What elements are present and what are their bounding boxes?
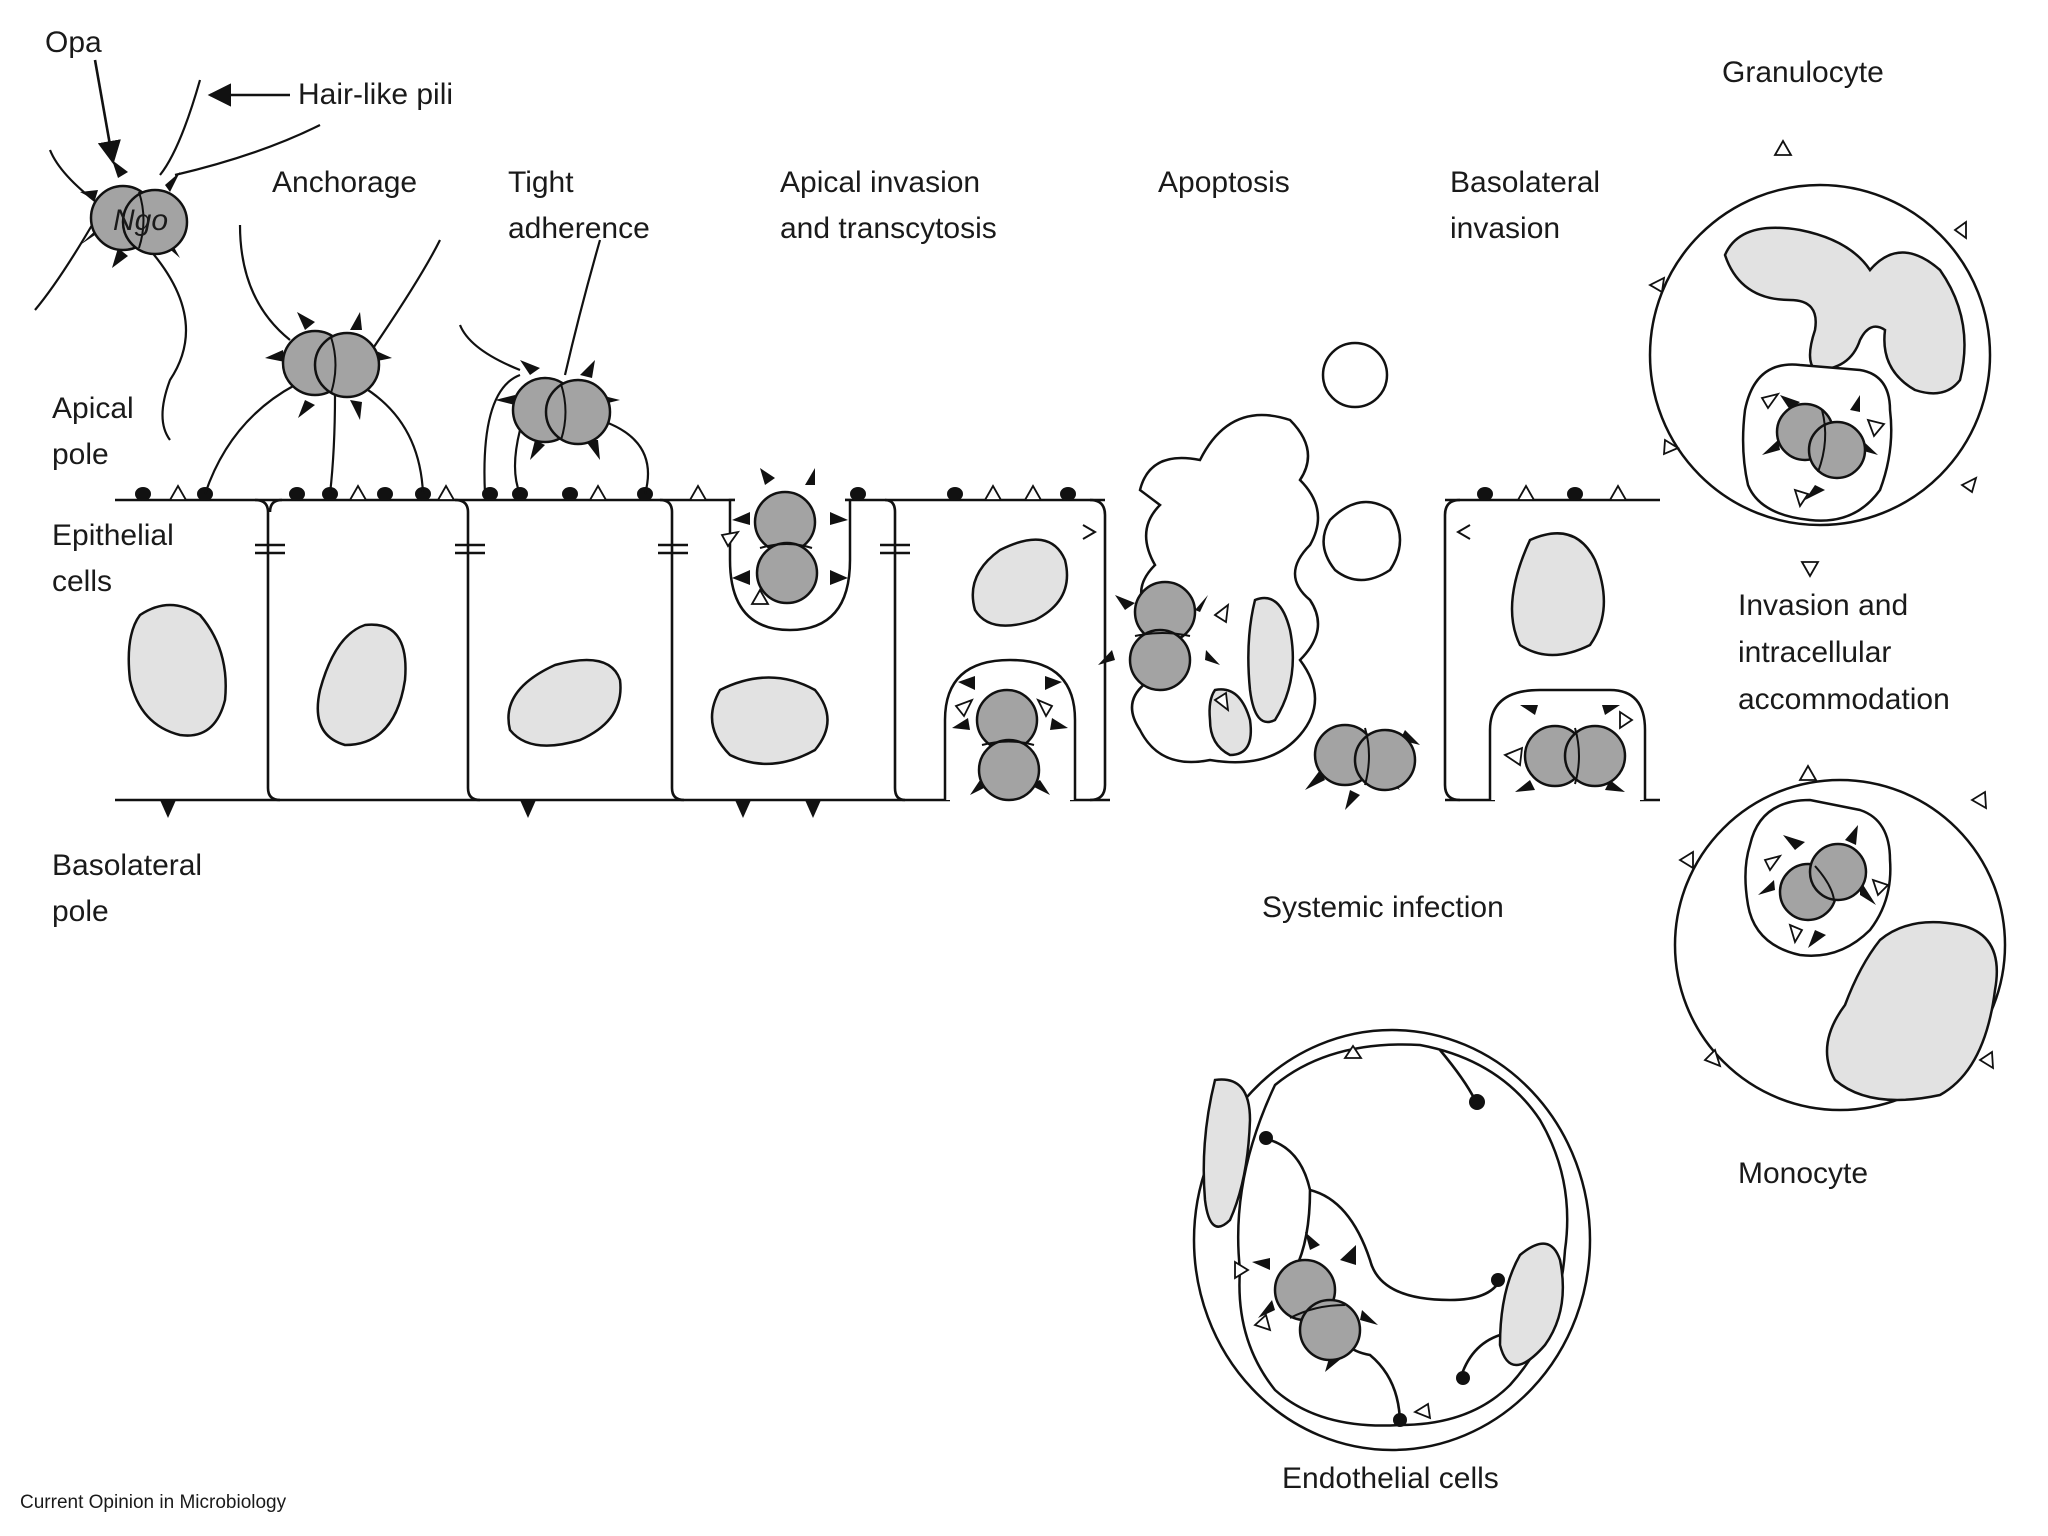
- opa-pointer-arrow: [93, 59, 121, 165]
- nucleus-cell-3: [507, 658, 622, 747]
- apoptotic-nuclear-fragment-1: [1247, 596, 1295, 724]
- cell-boundary-3: [659, 498, 685, 802]
- chevron-icon: [1082, 524, 1471, 540]
- systemic-infection-label: Systemic infection: [1262, 891, 1504, 924]
- opa-label: Opa: [45, 26, 102, 59]
- filled-triangle-icon: [160, 800, 821, 818]
- invading-gonococcus: [720, 468, 848, 605]
- tight-adherence-label-line2: adherence: [508, 212, 650, 245]
- hair-like-pili-label: Hair-like pili: [298, 78, 453, 111]
- apoptosis-gonococcus-2: [1305, 723, 1420, 810]
- apoptosis-gonococcus-1: [1098, 580, 1230, 713]
- nucleus-cell-4: [710, 676, 829, 766]
- granulocyte-label: Granulocyte: [1722, 56, 1884, 89]
- cell-boundary-2: [454, 498, 481, 802]
- endothelial-junction-2: [1309, 1188, 1502, 1302]
- apoptosis-label: Apoptosis: [1158, 166, 1290, 199]
- tightly-adhering-gonococcus: [458, 239, 650, 495]
- invasion-accommodation-label-line1: Invasion and: [1738, 589, 1908, 622]
- ngo-label: Ngo: [113, 204, 168, 237]
- source-credit: Current Opinion in Microbiology: [20, 1492, 287, 1513]
- nucleus-cell-5: [971, 538, 1069, 627]
- tight-junction-icon: [255, 543, 910, 555]
- nucleus-cell-2: [316, 623, 407, 747]
- granulocyte-lobed-nucleus: [1723, 226, 1966, 395]
- anchorage-label: Anchorage: [272, 166, 417, 199]
- invasion-accommodation-label-line3: accommodation: [1738, 683, 1950, 716]
- anchoring-gonococcus: [203, 224, 441, 495]
- basolateral-invasion-label-line1: Basolateral: [1450, 166, 1600, 199]
- endothelial-nucleus-2: [1498, 1242, 1565, 1367]
- nucleus-baso-invasion-cell: [1510, 532, 1606, 657]
- monocyte-label: Monocyte: [1738, 1157, 1868, 1190]
- free-gonococcus: Ngo: [34, 79, 321, 441]
- apical-pole-label-line2: pole: [52, 438, 109, 471]
- apoptotic-fragment: [1322, 500, 1402, 582]
- granulocyte: [1648, 139, 1992, 578]
- cell-5-right-edge: [1089, 498, 1107, 802]
- blood-vessel: [1192, 1028, 1592, 1452]
- cell-boundary-1b: [268, 498, 283, 513]
- endothelial-lumen: [1236, 1043, 1569, 1427]
- basolateral-pole-label-line2: pole: [52, 895, 109, 928]
- monocyte: [1673, 764, 2007, 1112]
- apoptotic-nuclear-fragment-2: [1208, 688, 1253, 757]
- monocyte-nucleus: [1825, 920, 1999, 1102]
- endothelial-nucleus-1: [1202, 1078, 1252, 1228]
- basolateral-invading-gonococcus: [1503, 705, 1634, 792]
- transcytosing-gonococcus: [952, 676, 1068, 802]
- apical-pole-label-line1: Apical: [52, 392, 134, 425]
- tight-adherence-label-line1: Tight: [508, 166, 574, 199]
- nucleus-cell-1: [127, 603, 227, 737]
- apical-invasion-label-line1: Apical invasion: [780, 166, 980, 199]
- basolateral-invasion-label-line2: invasion: [1450, 212, 1560, 245]
- cell-boundary-1: [254, 498, 281, 802]
- epithelial-cells-label-line1: Epithelial: [52, 519, 174, 552]
- epithelial-cells-label-line2: cells: [52, 565, 112, 598]
- cell-boundary-4: [884, 498, 906, 802]
- endothelial-cells-label: Endothelial cells: [1282, 1462, 1499, 1495]
- apical-invasion-label-line2: and transcytosis: [780, 212, 997, 245]
- basolateral-pole-label-line1: Basolateral: [52, 849, 202, 882]
- open-triangle-icon: [168, 484, 1628, 501]
- apoptotic-body: [1321, 341, 1389, 409]
- epithelial-layer: [115, 341, 1660, 818]
- invasion-accommodation-label-line2: intracellular: [1738, 636, 1891, 669]
- baso-invasion-cell-left: [1443, 498, 1461, 802]
